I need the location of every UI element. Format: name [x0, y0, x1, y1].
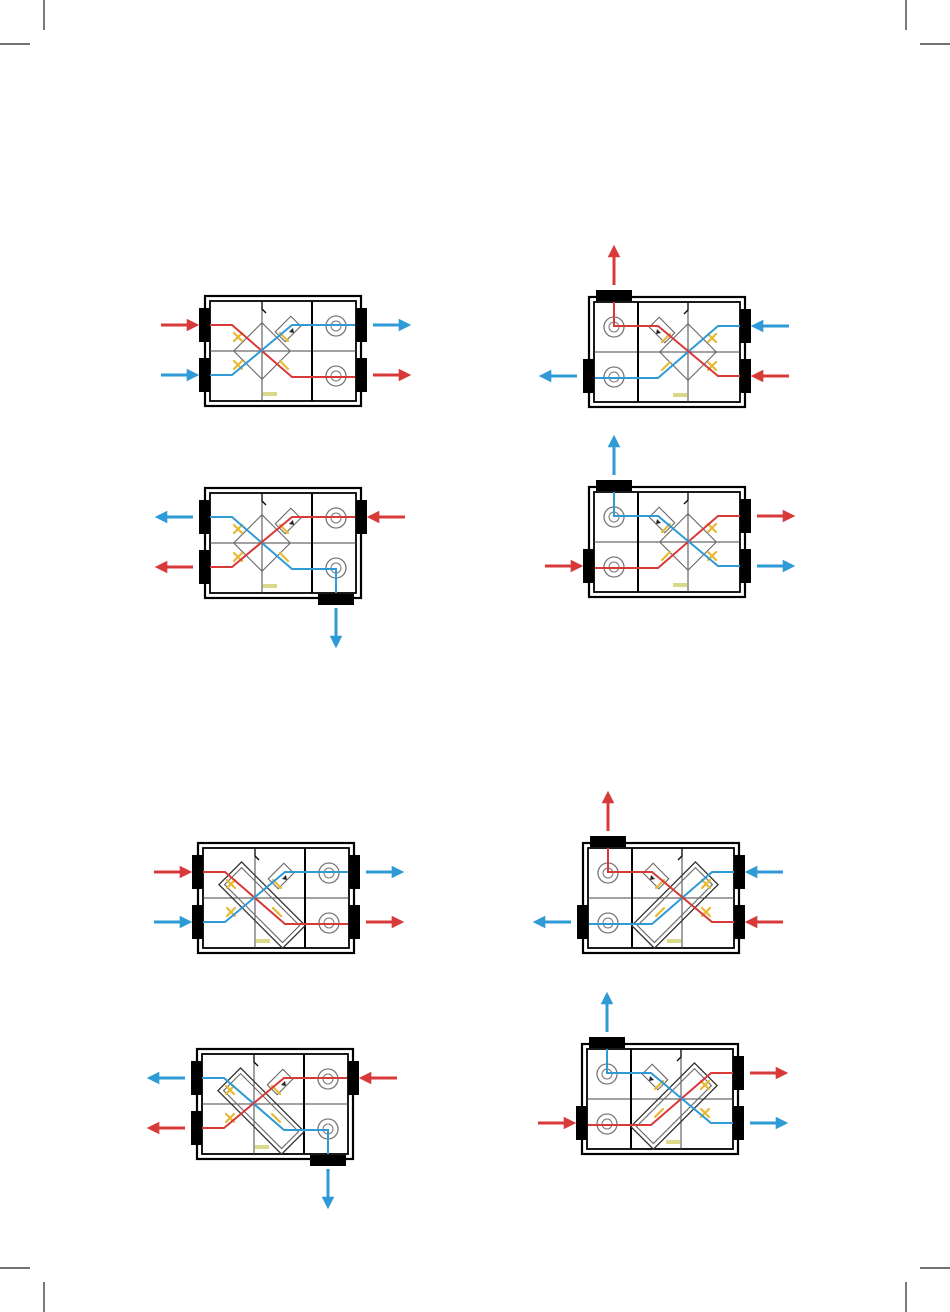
- unit-body: [539, 797, 783, 953]
- condensate-drain-icon: [255, 848, 259, 860]
- unit-body: [545, 441, 789, 597]
- filter-icon: [702, 880, 710, 888]
- condensate-drain-icon: [262, 493, 266, 505]
- damper-arrow-icon: [281, 1081, 286, 1086]
- ventilation-unit: [161, 488, 405, 642]
- ventilation-unit: [154, 843, 398, 953]
- filter-icon: [234, 525, 242, 533]
- duct-port: [199, 358, 210, 392]
- duct-port: [191, 1061, 202, 1095]
- duct-port: [356, 500, 367, 534]
- duct-port: [740, 549, 751, 583]
- damper-arrow-icon: [289, 328, 294, 333]
- rating-label-plate: [667, 939, 681, 943]
- ventilation-unit: [545, 441, 789, 597]
- condensate-drain-icon: [684, 492, 688, 504]
- filter-icon: [708, 334, 716, 342]
- duct-port: [199, 550, 210, 584]
- unit-body: [161, 296, 405, 406]
- ventilation-unit: [538, 998, 782, 1154]
- duct-port: [740, 499, 751, 533]
- damper-arrow-icon: [282, 875, 287, 880]
- duct-port: [192, 855, 203, 889]
- unit-body: [154, 843, 398, 953]
- duct-port: [589, 1037, 625, 1048]
- rating-label-plate: [673, 583, 687, 587]
- duct-port: [583, 549, 594, 583]
- condensate-drain-icon: [684, 302, 688, 314]
- rating-label-plate: [673, 393, 687, 397]
- condensate-drain-icon: [678, 848, 682, 860]
- filter-icon: [701, 1081, 709, 1089]
- unit-body: [161, 488, 405, 642]
- unit-body: [538, 998, 782, 1154]
- duct-port: [596, 480, 632, 491]
- ventilation-unit: [539, 797, 783, 953]
- rating-label-plate: [263, 392, 277, 396]
- duct-port: [348, 1061, 359, 1095]
- diagram-area: [153, 251, 789, 1203]
- duct-port: [349, 855, 360, 889]
- duct-port: [349, 905, 360, 939]
- damper-arrow-icon: [656, 329, 661, 334]
- duct-port: [734, 905, 745, 939]
- air-path: [202, 1078, 328, 1154]
- rating-label-plate: [255, 1145, 269, 1149]
- filter-icon: [226, 1086, 234, 1094]
- duct-port: [318, 594, 354, 605]
- air-path: [608, 848, 734, 922]
- duct-port: [740, 359, 751, 393]
- duct-port: [356, 308, 367, 342]
- duct-port: [199, 500, 210, 534]
- ventilation-unit: [153, 1049, 397, 1203]
- damper-arrow-icon: [650, 875, 655, 880]
- air-path: [210, 517, 336, 593]
- condensate-drain-icon: [677, 1049, 681, 1061]
- damper-arrow-icon: [289, 520, 294, 525]
- duct-port: [199, 308, 210, 342]
- duct-port: [576, 1106, 587, 1140]
- condensate-drain-icon: [262, 301, 266, 313]
- duct-port: [583, 359, 594, 393]
- air-path: [607, 1049, 733, 1123]
- diagram-group: [153, 797, 783, 1203]
- ventilation-unit: [545, 251, 789, 407]
- damper-arrow-icon: [656, 519, 661, 524]
- unit-body: [545, 251, 789, 407]
- duct-port: [734, 855, 745, 889]
- damper-arrow-icon: [649, 1076, 654, 1081]
- air-path: [614, 302, 740, 376]
- ventilation-unit: [161, 296, 405, 406]
- rating-label-plate: [256, 939, 270, 943]
- rating-label-plate: [263, 584, 277, 588]
- unit-body: [153, 1049, 397, 1203]
- filter-icon: [234, 333, 242, 341]
- duct-port: [577, 905, 588, 939]
- duct-port: [356, 358, 367, 392]
- duct-port: [192, 905, 203, 939]
- duct-port: [590, 836, 626, 847]
- rating-label-plate: [666, 1140, 680, 1144]
- condensate-drain-icon: [254, 1054, 258, 1066]
- duct-port: [733, 1106, 744, 1140]
- duct-port: [310, 1155, 346, 1166]
- duct-port: [740, 309, 751, 343]
- duct-port: [733, 1056, 744, 1090]
- diagram-group: [161, 251, 789, 642]
- air-path: [614, 492, 740, 566]
- filter-icon: [227, 880, 235, 888]
- filter-icon: [708, 524, 716, 532]
- duct-port: [596, 290, 632, 301]
- duct-port: [191, 1111, 202, 1145]
